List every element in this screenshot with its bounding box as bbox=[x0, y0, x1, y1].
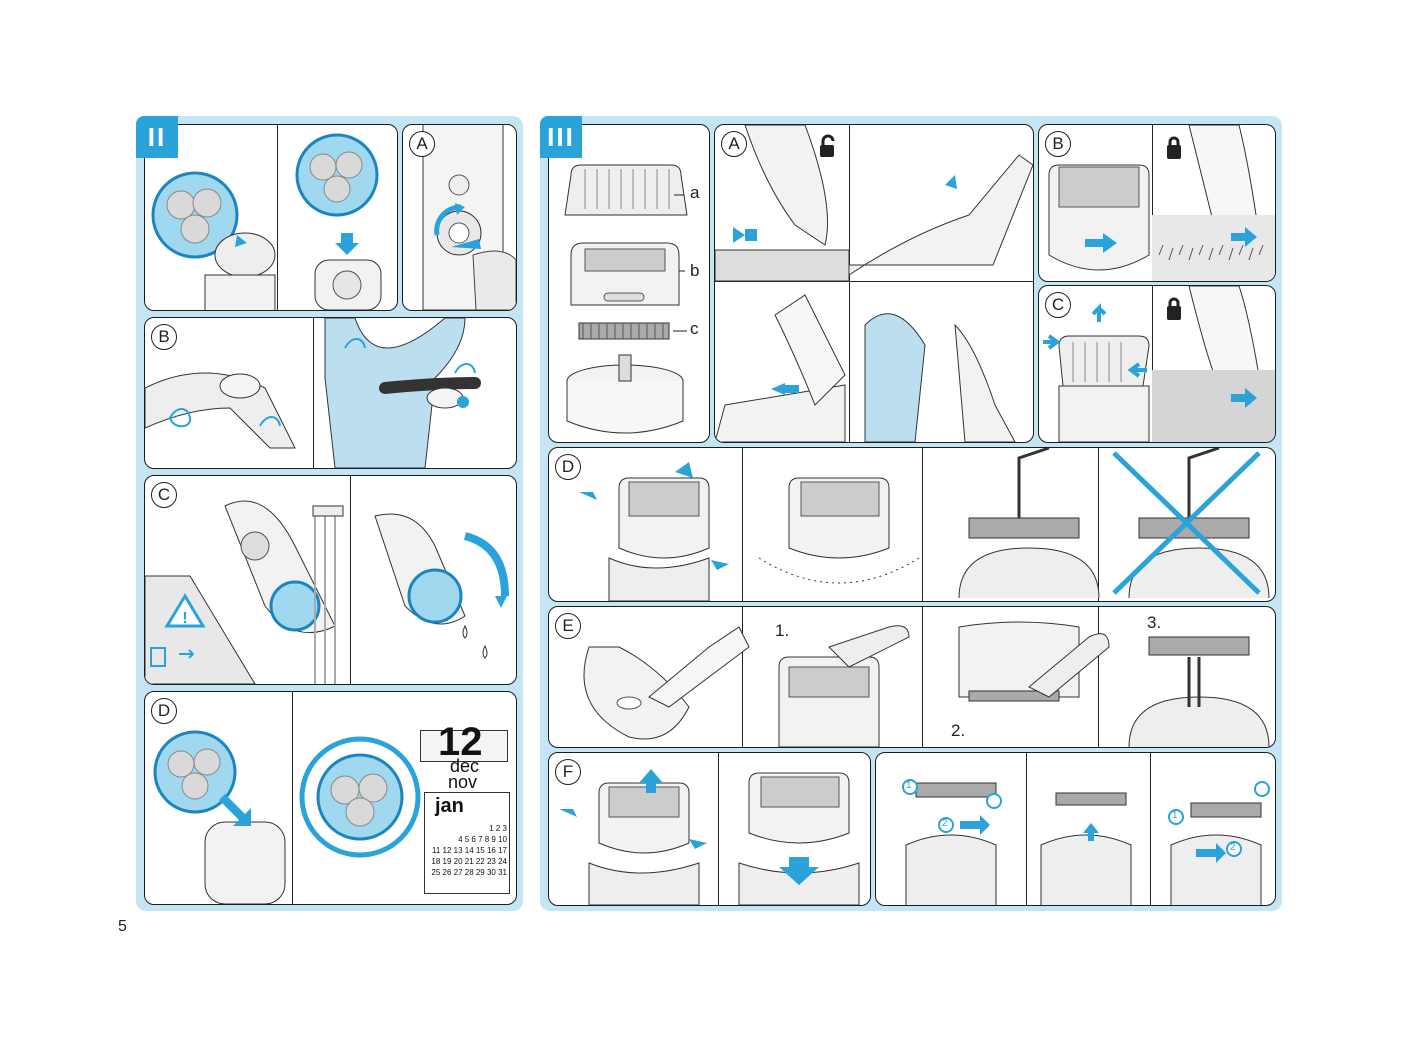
section-ii: II A bbox=[136, 116, 523, 911]
circled-step-1: 1 bbox=[906, 780, 912, 791]
cutter-replace-illustration bbox=[902, 779, 1270, 905]
panel-label-b: B bbox=[151, 324, 177, 350]
panel-ii-a: A bbox=[402, 124, 517, 311]
panel-label-a: A bbox=[721, 131, 747, 157]
parts-illustration bbox=[564, 164, 688, 434]
section-ii-badge: II bbox=[136, 116, 178, 158]
circled-step-2: 2 bbox=[942, 818, 948, 829]
panel-label-f: F bbox=[555, 759, 581, 785]
section-iii: III a b c A bbox=[540, 116, 1282, 911]
lock-icon bbox=[1167, 297, 1181, 320]
calendar-row: 18 19 20 21 22 23 24 bbox=[431, 857, 507, 866]
calendar-row: 1 2 3 bbox=[489, 824, 507, 833]
panel-ii-b: B bbox=[144, 317, 517, 469]
unplug-icon bbox=[150, 647, 166, 667]
long-hair-trimmer-illustration bbox=[1048, 125, 1275, 281]
comb-attach-illustration bbox=[1043, 286, 1275, 442]
calendar: 12 dec nov jan 1 2 3 4 5 6 7 8 9 10 11 1… bbox=[420, 720, 510, 895]
lock-icon bbox=[1167, 136, 1181, 159]
panel-label-d: D bbox=[555, 454, 581, 480]
calendar-row: 4 5 6 7 8 9 10 bbox=[458, 835, 507, 844]
panel-ii-c: C ! bbox=[144, 475, 517, 685]
panel-iii-f-steps: 1 2 1 2 bbox=[875, 752, 1276, 906]
panel-iii-e: E 1. 2. 3. bbox=[548, 606, 1276, 748]
page-number: 5 bbox=[118, 918, 127, 935]
head-replace-illustration bbox=[559, 769, 860, 905]
leg-arm-illustration bbox=[145, 318, 481, 468]
calendar-month-dec: dec bbox=[450, 756, 480, 776]
part-label-c: c bbox=[690, 319, 699, 338]
warning-icon bbox=[164, 593, 206, 628]
panel-iii-a: A bbox=[714, 124, 1034, 443]
calendar-row: 11 12 13 14 15 16 17 bbox=[431, 846, 507, 855]
step-3: 3. bbox=[1147, 613, 1162, 632]
panel-label-c: C bbox=[151, 482, 177, 508]
panel-label-c: C bbox=[1045, 292, 1071, 318]
panel-iii-d: D bbox=[548, 447, 1276, 602]
brush-head-illustration bbox=[151, 133, 382, 310]
circled-step-1: 1 bbox=[1172, 810, 1178, 821]
replace-brush-illustration bbox=[153, 730, 421, 904]
circled-step-2: 2 bbox=[1230, 842, 1236, 853]
calendar-row: 25 26 27 28 29 30 31 bbox=[431, 868, 507, 877]
calendar-month-jan: jan bbox=[435, 795, 464, 817]
panel-ii-d: D 12 dec nov jan 1 2 3 4 5 6 bbox=[144, 691, 517, 905]
panel-iii-b: B bbox=[1038, 124, 1276, 282]
dial-illustration bbox=[422, 125, 516, 310]
shaver-cap-illustration bbox=[715, 125, 1033, 442]
svg-text:!: ! bbox=[182, 610, 187, 627]
step-circle-icon bbox=[902, 779, 918, 795]
oiling-illustration bbox=[583, 621, 1270, 747]
panel-label-a: A bbox=[409, 131, 435, 157]
part-label-a: a bbox=[690, 183, 700, 202]
panel-iii-c: C bbox=[1038, 285, 1276, 443]
part-label-b: b bbox=[690, 261, 700, 280]
panel-iii-f: F bbox=[548, 752, 871, 906]
rinse-illustration: ! bbox=[145, 500, 509, 684]
shaver-head-cleaning-illustration bbox=[579, 448, 1270, 601]
step-2: 2. bbox=[951, 721, 966, 740]
panel-label-e: E bbox=[555, 613, 581, 639]
section-iii-badge: III bbox=[540, 116, 582, 158]
panel-label-d: D bbox=[151, 698, 177, 724]
panel-label-b: B bbox=[1045, 131, 1071, 157]
panel-iii-parts: a b c bbox=[548, 124, 710, 443]
panel-ii-attach bbox=[144, 124, 398, 311]
calendar-month-nov: nov bbox=[448, 772, 478, 792]
unlock-icon bbox=[820, 134, 835, 157]
calendar-day: 12 bbox=[438, 720, 483, 764]
cross-mark-icon bbox=[1112, 451, 1261, 595]
step-1: 1. bbox=[775, 621, 790, 640]
